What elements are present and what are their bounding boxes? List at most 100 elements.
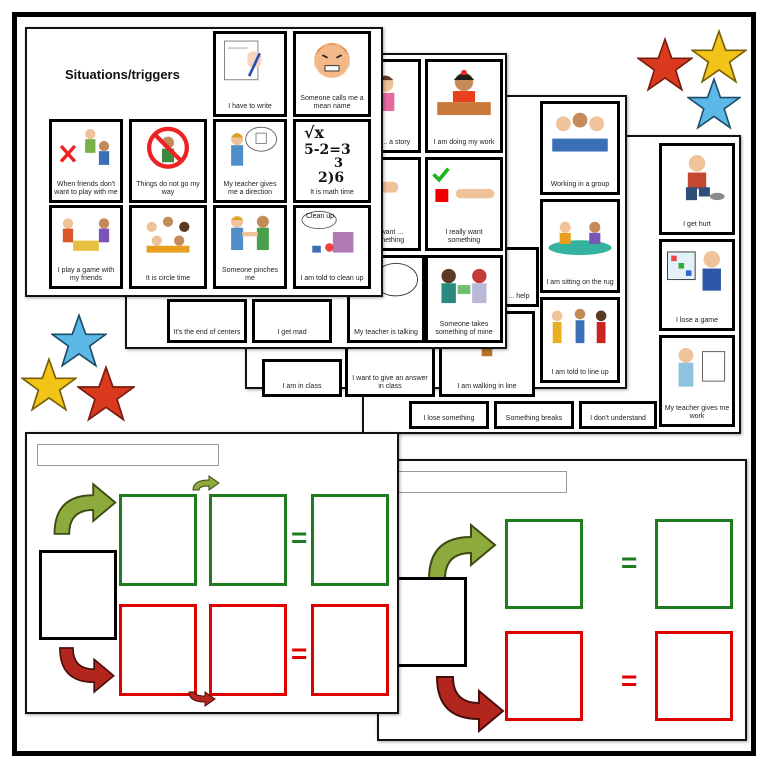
card-i-am-told-to-clean-up: Clean up I am told to clean up	[293, 205, 371, 289]
card-i-lose-a-game: I lose a game	[659, 239, 735, 331]
card-label: Someone pinches me	[221, 267, 279, 282]
card-label: Someone calls me a mean name	[300, 95, 364, 110]
card-someone-calls-me-a-mean-name: Someone calls me a mean name	[293, 31, 371, 117]
blue-star-icon	[51, 313, 107, 368]
yellow-star-icon	[691, 29, 747, 84]
red-star-icon	[77, 365, 135, 422]
worksheet-green-box	[505, 519, 583, 609]
teacher-work-icon	[678, 347, 726, 387]
card-label: I lose something	[423, 415, 475, 422]
card-i-play-a-game-with-my-friends: I play a game with my friends	[49, 205, 123, 289]
clean-up-icon	[301, 211, 354, 253]
card-i-dont-understand: I don't understand	[579, 401, 657, 429]
card-label: Working in a group	[550, 181, 610, 188]
card-label: I really want something	[445, 229, 483, 244]
card-label: When friends don't want to play with me	[54, 181, 118, 196]
card-my-teacher-gives-me-a-direction: My teacher gives me a direction	[213, 119, 287, 203]
flow-worksheet-a: = =	[25, 432, 399, 714]
card-label: I lose a game	[675, 317, 719, 324]
worksheet-green-equals: =	[291, 522, 308, 553]
card-label: I am told to clean up	[300, 275, 364, 282]
card-it-is-circle-time: It is circle time	[129, 205, 207, 289]
card-label: I get mad	[277, 329, 307, 336]
card-i-get-hurt: I get hurt	[659, 143, 735, 235]
group-work-icon	[552, 112, 608, 152]
no-symbol-icon	[146, 126, 190, 169]
card-someone-takes-something: Someone takes something of mine	[425, 255, 503, 343]
card-working-in-a-group: Working in a group	[540, 101, 620, 195]
worksheet-red-equals: =	[291, 638, 308, 669]
card-label: I want to give an answer in class	[352, 375, 428, 390]
worksheet-green-box-2	[209, 494, 287, 586]
card-its-the-end-of-centers: It's the end of centers	[167, 299, 247, 343]
card-label: Things do not go my way	[136, 181, 200, 196]
math-icon: √x 5-2=3 3 2)6	[304, 123, 366, 187]
math-equation: 5-2=3	[304, 142, 351, 158]
card-label: My teacher gives me a direction	[223, 181, 277, 196]
math-sqrt: √x	[304, 123, 325, 142]
green-curved-arrow-icon	[53, 482, 117, 535]
card-label: It is math time	[310, 189, 354, 196]
worksheet-green-box-1	[119, 494, 197, 586]
card-i-want-to-give-an-answer: I want to give an answer in class	[345, 345, 435, 397]
worksheet-name-bar	[37, 444, 219, 466]
card-i-have-to-write: I have to write	[213, 31, 287, 117]
card-label: I play a game with my friends	[57, 267, 115, 282]
card-label: It is circle time	[145, 275, 191, 282]
card-something-breaks: Something breaks	[494, 401, 574, 429]
red-star-icon	[637, 37, 693, 92]
game-icon	[62, 218, 110, 251]
card-i-am-in-class: I am in class	[262, 359, 342, 397]
card-friends-dont-want-to-play: When friends don't want to play with me	[49, 119, 123, 203]
card-i-get-mad: I get mad	[252, 299, 332, 343]
worksheet-red-result-box	[311, 604, 389, 696]
card-it-is-math-time: √x 5-2=3 3 2)6 It is math time	[293, 119, 371, 203]
excluded-friends-icon	[59, 128, 110, 165]
small-red-arrow-icon	[188, 691, 216, 707]
yellow-star-icon	[21, 357, 77, 412]
card-label: I am in class	[282, 383, 322, 390]
card-label: My teacher gives me work	[664, 405, 730, 420]
card-things-do-not-go-my-way: Things do not go my way	[129, 119, 207, 203]
worksheet-red-equals: =	[621, 665, 638, 696]
card-label: ... help	[508, 293, 530, 300]
card-sheet-1: Situations/triggers I have to write Some…	[25, 27, 383, 297]
worksheet-green-result-box	[311, 494, 389, 586]
small-green-arrow-icon	[192, 475, 220, 491]
line-up-icon	[551, 308, 607, 344]
card-label: My teacher is talking	[354, 329, 418, 336]
teacher-icon	[231, 126, 278, 166]
card-i-am-told-to-line-up: I am told to line up	[540, 297, 620, 383]
card-label: I am told to line up	[551, 369, 609, 376]
card-i-lose-something: I lose something	[409, 401, 489, 429]
card-i-really-want-something: I really want something	[425, 157, 503, 251]
worksheet-red-result-box	[655, 631, 733, 721]
card-label: I am sitting on the rug	[546, 279, 614, 286]
hurt-icon	[685, 155, 725, 201]
taking-icon	[441, 268, 487, 304]
doing-work-icon	[437, 69, 491, 116]
worksheet-red-box-2	[209, 604, 287, 696]
card-label: I get hurt	[683, 221, 711, 228]
worksheet-name-bar	[389, 471, 567, 493]
circle-time-icon	[146, 216, 190, 253]
card-label: I don't understand	[590, 415, 646, 422]
sheet-title: Situations/triggers	[65, 67, 180, 82]
card-label: I have to write	[228, 103, 272, 110]
writing-hand-icon	[224, 40, 262, 81]
card-i-am-sitting-on-the-rug: I am sitting on the rug	[540, 199, 620, 293]
pinch-icon	[231, 215, 269, 251]
card-label: ... want ... something	[371, 229, 405, 244]
want-icon	[432, 167, 495, 202]
math-division: 2)6	[318, 170, 345, 186]
rug-icon	[548, 221, 612, 256]
red-curved-arrow-icon	[59, 647, 116, 694]
red-curved-arrow-icon	[435, 676, 505, 734]
card-label: Something breaks	[505, 415, 563, 422]
card-i-am-doing-my-work: I am doing my work	[425, 59, 503, 153]
worksheet-red-box-1	[119, 604, 197, 696]
worksheet-green-result-box	[655, 519, 733, 609]
preview-frame: I get hurt I lose a game My teacher give…	[12, 12, 756, 756]
math-quotient: 3	[334, 156, 344, 171]
